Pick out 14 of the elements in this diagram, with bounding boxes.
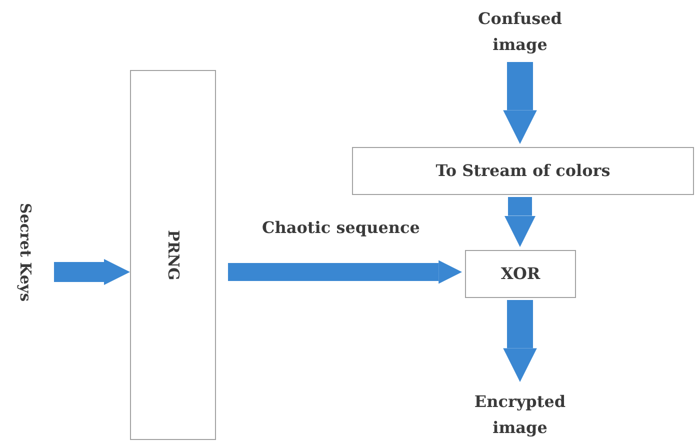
box-label: PRNG — [163, 230, 184, 280]
process-box — [352, 147, 694, 195]
process-box — [130, 70, 216, 440]
process-box — [465, 250, 576, 298]
box-label: XOR — [500, 263, 540, 285]
block-arrow — [503, 300, 537, 382]
block-arrow — [54, 259, 130, 285]
block-arrow — [228, 260, 462, 284]
input-label: Confused image — [477, 8, 563, 56]
input-label: Secret Keys — [15, 203, 36, 302]
box-label: To Stream of colors — [436, 160, 610, 182]
block-arrow — [503, 62, 537, 144]
output-label: Encrypted image — [473, 391, 567, 439]
block-arrow — [504, 197, 536, 247]
